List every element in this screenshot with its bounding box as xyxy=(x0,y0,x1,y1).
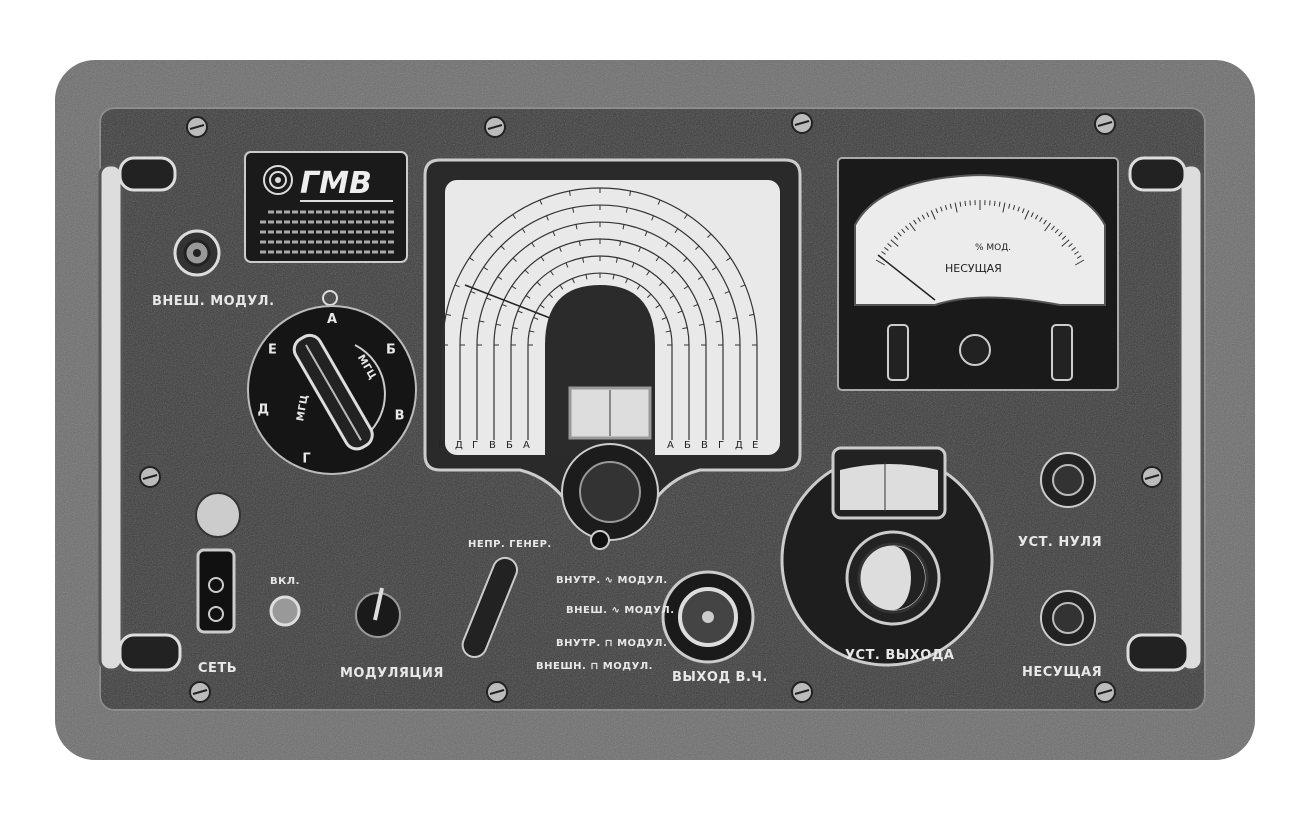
right-handle[interactable] xyxy=(1126,156,1204,672)
band-letter: Д xyxy=(257,403,269,418)
carrier-knob[interactable] xyxy=(1040,590,1096,646)
panel-screws xyxy=(139,112,1163,703)
dial-band-letter: Д xyxy=(735,440,743,451)
band-letter: В xyxy=(395,409,405,424)
ext-sine-mod-label: ВНЕШ. ∿ МОДУЛ. xyxy=(566,605,675,616)
cw-label: НЕПР. ГЕНЕР. xyxy=(468,539,552,550)
band-letter: Г xyxy=(302,452,311,467)
ext-mod-jack[interactable] xyxy=(173,229,221,277)
nameplate: ГМВ xyxy=(244,151,408,263)
meter-title: НЕСУЩАЯ xyxy=(945,262,1002,275)
left-handle[interactable] xyxy=(98,156,182,672)
dial-band-letter: В xyxy=(489,440,496,451)
rf-output-connector[interactable] xyxy=(661,570,755,664)
int-sine-mod-label: ВНУТР. ∿ МОДУЛ. xyxy=(556,575,668,586)
meter-unit: % МОД. xyxy=(975,243,1011,253)
dial-band-letter: Д xyxy=(455,440,463,451)
zero-set-label: УСТ. НУЛЯ xyxy=(1018,535,1102,550)
modulation-mode-lever[interactable] xyxy=(459,554,521,660)
dial-band-letter: А xyxy=(667,440,674,451)
ext-mod-label: ВНЕШ. МОДУЛ. xyxy=(152,294,275,309)
carrier-label: НЕСУЩАЯ xyxy=(1022,665,1102,680)
meter-needle xyxy=(877,254,936,301)
band-letter: Е xyxy=(268,343,277,358)
power-label: СЕТЬ xyxy=(198,661,237,676)
dial-band-letter: В xyxy=(701,440,708,451)
output-attenuator[interactable] xyxy=(780,446,994,667)
zero-set-knob[interactable] xyxy=(1040,452,1096,508)
band-unit-left: МГЦ xyxy=(295,393,311,422)
dial-band-letter: Г xyxy=(718,440,724,451)
tuning-knob[interactable] xyxy=(561,443,659,550)
dial-band-letter: Б xyxy=(506,440,513,451)
meter-zero-adjust[interactable] xyxy=(959,334,991,366)
band-letter: Б xyxy=(386,343,396,358)
int-pulse-mod-label: ВНУТР. ⊓ МОДУЛ. xyxy=(556,638,667,649)
modulation-knob[interactable] xyxy=(355,587,401,638)
dial-band-letter: Е xyxy=(438,440,444,451)
dial-band-letter: Б xyxy=(684,440,691,451)
output-set-label: УСТ. ВЫХОДА xyxy=(845,648,955,663)
dial-band-letter: Г xyxy=(472,440,478,451)
ext-pulse-mod-label: ВНЕШН. ⊓ МОДУЛ. xyxy=(536,661,653,672)
on-label: ВКЛ. xyxy=(270,576,300,587)
nameplate-logo: ГМВ xyxy=(300,166,372,201)
dial-band-letter: А xyxy=(523,440,530,451)
band-letters: А Б В Г Д Е xyxy=(257,312,405,467)
meter-scale-ticks xyxy=(875,200,1085,266)
logo-emblem-icon xyxy=(263,165,293,195)
band-switch-pointer[interactable] xyxy=(290,331,377,453)
rf-output-label: ВЫХОД В.Ч. xyxy=(672,670,768,685)
fuse-holder[interactable] xyxy=(196,548,236,634)
power-switch[interactable] xyxy=(269,595,301,627)
band-letter: А xyxy=(327,312,338,327)
pilot-lamp xyxy=(195,492,241,538)
modulation-label: МОДУЛЯЦИЯ xyxy=(340,666,444,681)
dial-hairline xyxy=(464,284,551,319)
carrier-meter: % МОД. НЕСУЩАЯ xyxy=(837,157,1119,391)
dial-band-letter: Е xyxy=(752,440,758,451)
